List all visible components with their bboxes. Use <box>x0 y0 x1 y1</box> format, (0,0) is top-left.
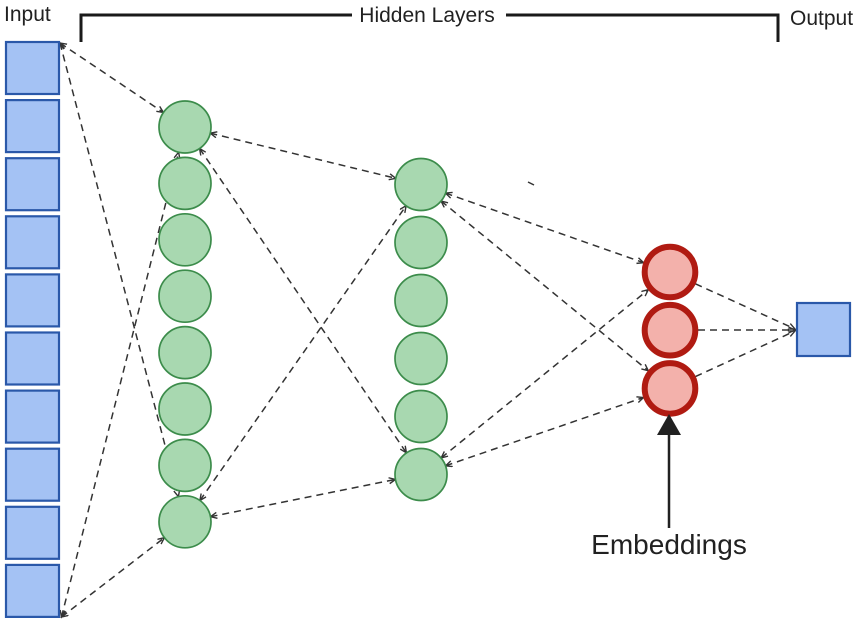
hidden-layer-2 <box>394 157 448 502</box>
connection-line <box>62 538 165 617</box>
connection-line <box>527 181 535 186</box>
input-node <box>4 447 61 502</box>
connection-line <box>200 149 407 453</box>
embedding-node <box>641 301 699 359</box>
input-node <box>4 389 61 444</box>
hidden-layers-bracket <box>79 13 780 42</box>
embedding-node <box>641 360 699 417</box>
output-node <box>795 301 852 358</box>
connection-line <box>200 206 406 501</box>
input-label: Input <box>4 3 51 26</box>
input-node <box>4 157 61 212</box>
input-node <box>4 40 61 96</box>
output-layer <box>795 301 852 358</box>
input-node <box>4 331 61 386</box>
embeddings-label: Embeddings <box>591 529 747 560</box>
hidden2-node <box>394 215 448 270</box>
connection-line <box>441 201 648 371</box>
hidden-layers-label: Hidden Layers <box>354 4 500 28</box>
hidden2-node <box>394 157 448 212</box>
input-node <box>4 563 61 619</box>
hidden1-node <box>158 156 212 211</box>
connection-line <box>441 290 648 458</box>
connection-line <box>446 398 644 466</box>
input-node <box>4 273 61 328</box>
hidden1-node <box>158 494 212 549</box>
output-label: Output <box>790 7 854 30</box>
input-node <box>4 505 61 560</box>
connection-line <box>211 479 396 516</box>
hidden1-node <box>158 382 212 436</box>
hidden-layer-1 <box>158 100 212 549</box>
pointer-arrowhead-icon <box>657 414 681 435</box>
connection-line <box>62 152 179 617</box>
input-node <box>4 98 61 154</box>
embeddings-layer <box>641 243 699 417</box>
input-layer <box>4 40 61 619</box>
embedding-node <box>641 243 699 301</box>
connection-line <box>210 133 395 178</box>
hidden1-node <box>158 325 212 380</box>
hidden1-node <box>158 438 212 493</box>
input-node <box>4 215 61 270</box>
connection-line <box>695 283 795 329</box>
hidden1-node <box>158 269 212 324</box>
hidden2-node <box>394 273 448 328</box>
hidden2-node <box>394 331 448 386</box>
embeddings-pointer-arrow <box>657 414 681 528</box>
hidden2-node <box>394 447 448 502</box>
connection-line <box>446 193 644 263</box>
hidden2-node <box>394 389 448 444</box>
connection-line <box>695 331 795 378</box>
hidden1-node <box>158 100 212 154</box>
hidden1-node <box>158 212 212 267</box>
